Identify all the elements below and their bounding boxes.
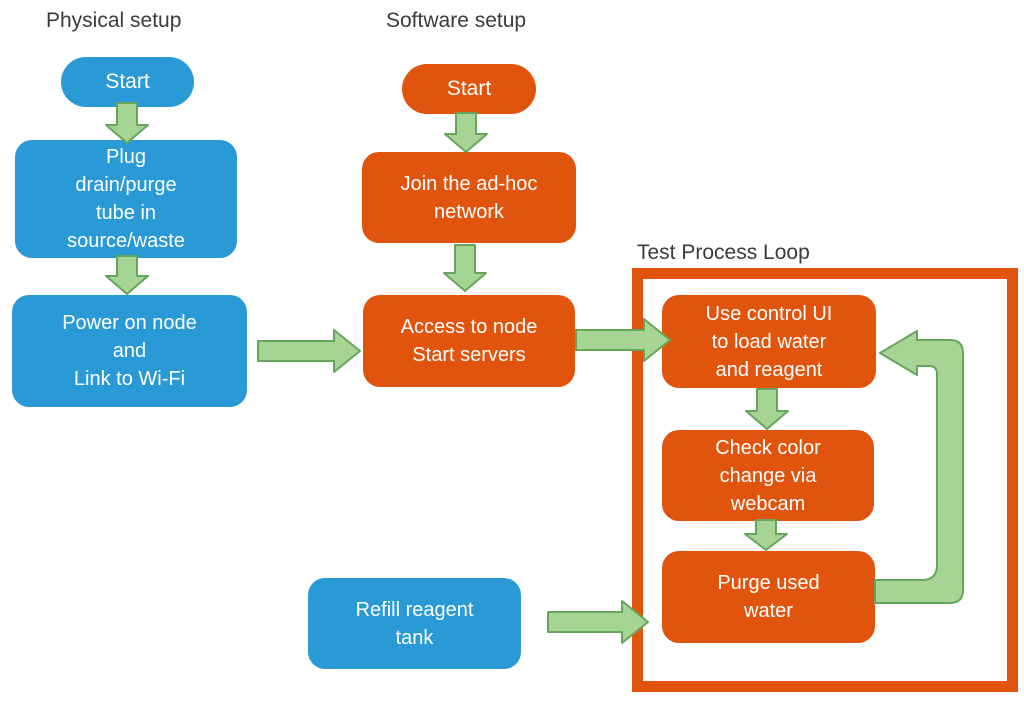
heading-physical-setup: Physical setup — [46, 9, 182, 32]
arrow-start-to-plug-icon — [105, 102, 149, 144]
arrow-power-to-access-icon — [257, 329, 361, 373]
heading-software-setup: Software setup — [386, 9, 527, 32]
node-check-color: Check color change via webcam — [662, 430, 874, 521]
node-purge-water: Purge used water — [662, 551, 875, 643]
node-power-on: Power on node and Link to Wi-Fi — [12, 295, 247, 407]
arrow-plug-to-power-icon — [105, 255, 149, 295]
node-access-node: Access to node Start servers — [363, 295, 575, 387]
node-plug-tube: Plug drain/purge tube in source/waste — [15, 140, 237, 258]
test-process-loop-frame — [632, 268, 1018, 692]
arrow-join-to-access-icon — [443, 244, 487, 292]
node-refill-tank: Refill reagent tank — [308, 578, 521, 669]
arrow-start-to-join-icon — [444, 112, 488, 153]
node-start-software: Start — [402, 64, 536, 114]
node-use-control-ui: Use control UI to load water and reagent — [662, 295, 876, 388]
heading-test-process-loop: Test Process Loop — [637, 241, 810, 264]
node-join-adhoc: Join the ad-hoc network — [362, 152, 576, 243]
node-start-physical: Start — [61, 57, 194, 107]
